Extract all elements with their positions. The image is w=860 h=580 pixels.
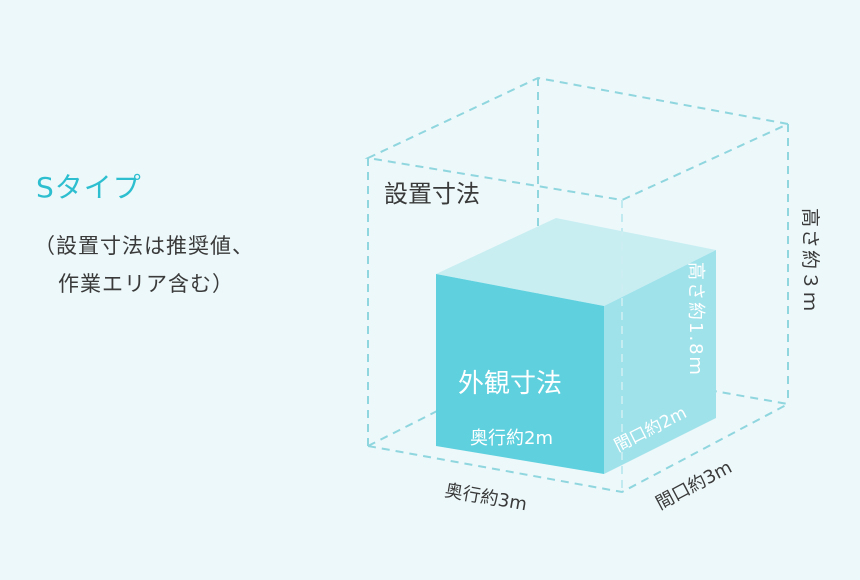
inner-cube-front	[436, 274, 604, 474]
outer-box-label: 設置寸法	[384, 180, 480, 208]
note-line-1: （設置寸法は推奨値、	[34, 234, 254, 258]
inner-cube	[436, 218, 716, 474]
note-line-2: 作業エリア含む）	[58, 272, 234, 296]
outer-width-label: 間口約3m	[652, 457, 735, 515]
outer-depth-label: 奥行約3m	[443, 480, 528, 515]
inner-height-label: 高さ約1.8ｍ	[685, 262, 706, 377]
inner-depth-label: 奥行約2m	[470, 428, 553, 449]
outer-height-label: 高さ約３ｍ	[799, 208, 821, 313]
inner-cube-side	[604, 250, 716, 474]
inner-cube-top	[436, 218, 716, 306]
inner-box-label: 外観寸法	[458, 369, 562, 399]
type-title: Sタイプ	[36, 171, 142, 204]
